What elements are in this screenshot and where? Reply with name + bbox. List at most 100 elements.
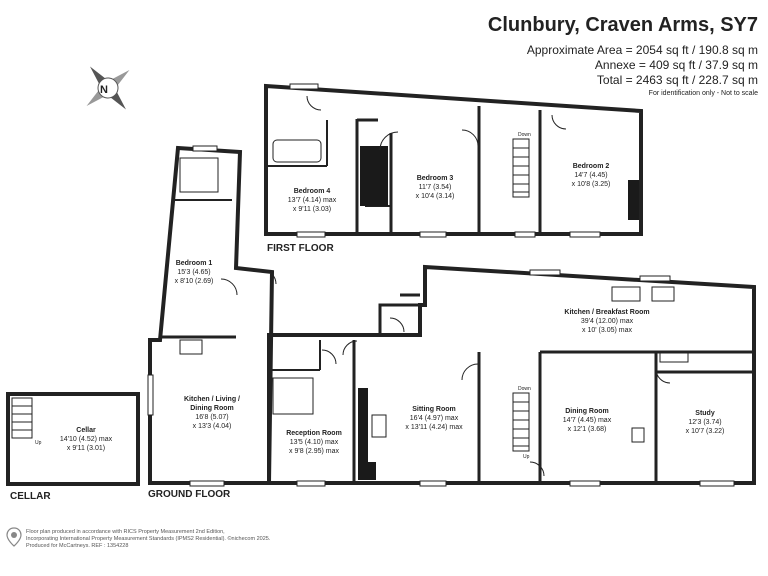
room-kitchen-living-dining: Kitchen / Living / Dining Room 16'8 (5.0… bbox=[173, 395, 251, 431]
room-dimension: 15'3 (4.65) bbox=[177, 269, 211, 276]
room-dimension: 14'7 (4.45) max bbox=[562, 417, 612, 424]
door-swing bbox=[379, 131, 399, 151]
window bbox=[296, 480, 326, 487]
window bbox=[569, 480, 601, 487]
room-cellar: Cellar 14'10 (4.52) max x 9'11 (3.01) bbox=[60, 426, 112, 453]
window bbox=[514, 231, 536, 238]
footer-line-2: Incorporating International Property Mea… bbox=[26, 536, 271, 542]
window bbox=[289, 83, 319, 90]
room-name: Sitting Room bbox=[412, 406, 456, 413]
door-swing bbox=[551, 114, 567, 130]
total-area: Total = 2463 sq ft / 228.7 sq m bbox=[596, 73, 758, 87]
stairs-down-label: Down bbox=[518, 132, 531, 138]
room-dimension: 14'7 (4.45) bbox=[574, 172, 608, 179]
room-study: Study 12'3 (3.74) x 10'7 (3.22) bbox=[686, 409, 725, 436]
stairwell-dark bbox=[360, 146, 388, 206]
cellar-floor-label: CELLAR bbox=[10, 491, 51, 502]
room-dimension: x 10'8 (3.25) bbox=[571, 181, 611, 188]
approximate-area: Approximate Area = 2054 sq ft / 190.8 sq… bbox=[526, 43, 758, 57]
room-name: Bedroom 3 bbox=[416, 175, 454, 182]
room-name: Dining Room bbox=[565, 408, 609, 415]
stairs-up-label: Up bbox=[523, 454, 530, 460]
door-swing bbox=[261, 269, 277, 285]
fireplace bbox=[371, 414, 387, 438]
room-dimension: 11'7 (3.54) bbox=[418, 184, 452, 191]
compass-icon bbox=[86, 66, 130, 110]
room-dimension: 39'4 (12.00) max bbox=[580, 318, 634, 325]
room-name: Reception Room bbox=[286, 430, 342, 437]
room-bedroom-3: Bedroom 3 11'7 (3.54) x 10'4 (3.14) bbox=[416, 174, 455, 201]
stair-treads bbox=[513, 147, 529, 193]
nichecom-logo-icon bbox=[6, 527, 22, 547]
door-swing bbox=[389, 317, 405, 333]
stair-treads bbox=[513, 401, 529, 447]
first-floor-label: FIRST FLOOR bbox=[267, 243, 334, 254]
room-name: Study bbox=[695, 410, 715, 417]
room-bedroom-1: Bedroom 1 15'3 (4.65) x 8'10 (2.69) bbox=[175, 259, 214, 286]
room-name: Kitchen / Living / Dining Room bbox=[183, 396, 240, 412]
window bbox=[192, 145, 218, 152]
window bbox=[699, 480, 735, 487]
chimney-breast bbox=[358, 462, 376, 480]
room-dimension: 13'5 (4.10) max bbox=[289, 439, 339, 446]
bath bbox=[272, 139, 322, 163]
room-dimension: 12'3 (3.74) bbox=[688, 419, 722, 426]
room-name: Bedroom 2 bbox=[572, 163, 610, 170]
stairs-up-label: Up bbox=[35, 440, 42, 446]
annexe-outline bbox=[148, 145, 275, 485]
door-swing bbox=[220, 278, 238, 296]
hob bbox=[179, 339, 203, 355]
window bbox=[529, 269, 561, 276]
door-swing bbox=[461, 363, 479, 381]
staircase-first-floor bbox=[512, 138, 530, 198]
window bbox=[569, 231, 601, 238]
room-dimension: x 13'3 (4.04) bbox=[192, 423, 232, 430]
room-dimension: x 9'11 (3.03) bbox=[292, 206, 332, 213]
room-name: Kitchen / Breakfast Room bbox=[564, 309, 650, 316]
staircase-cellar bbox=[11, 397, 33, 439]
room-name: Cellar bbox=[76, 427, 96, 434]
room-dimension: 14'10 (4.52) max bbox=[59, 436, 113, 443]
door-swing bbox=[342, 340, 358, 356]
door-swing bbox=[321, 349, 337, 365]
room-dimension: x 10' (3.05) max bbox=[582, 327, 632, 334]
room-dimension: 13'7 (4.14) max bbox=[287, 197, 337, 204]
cupboard bbox=[659, 351, 689, 363]
room-dimension: x 10'7 (3.22) bbox=[685, 428, 725, 435]
room-reception: Reception Room 13'5 (4.10) max x 9'8 (2.… bbox=[286, 429, 342, 456]
door-swing bbox=[461, 129, 479, 147]
room-name: Bedroom 1 bbox=[175, 260, 213, 267]
footer-line-3: Produced for McCartneys. REF : 1354228 bbox=[26, 543, 129, 549]
room-dimension: x 12'1 (3.68) bbox=[567, 426, 607, 433]
window bbox=[419, 480, 447, 487]
ground-floor-label: GROUND FLOOR bbox=[148, 489, 231, 500]
shower-tray bbox=[272, 377, 314, 415]
room-sitting: Sitting Room 16'4 (4.97) max x 13'11 (4.… bbox=[405, 405, 462, 432]
stairwell-dark bbox=[628, 180, 639, 220]
room-dimension: x 10'4 (3.14) bbox=[415, 193, 455, 200]
room-name: Bedroom 4 bbox=[293, 188, 331, 195]
fireplace bbox=[631, 427, 645, 443]
sink bbox=[651, 286, 675, 302]
room-dimension: 16'4 (4.97) max bbox=[409, 415, 459, 422]
property-title: Clunbury, Craven Arms, SY7 bbox=[487, 14, 758, 36]
footer-line-1: Floor plan produced in accordance with R… bbox=[26, 529, 225, 535]
room-dimension: 16'8 (5.07) bbox=[195, 414, 229, 421]
chimney-breast bbox=[358, 388, 368, 476]
cellar-outline bbox=[6, 392, 140, 486]
ground-floor-wall bbox=[378, 303, 420, 335]
room-dimension: x 13'11 (4.24) max bbox=[405, 424, 463, 431]
room-dimension: x 8'10 (2.69) bbox=[174, 278, 214, 285]
identification-note: For identification only - Not to scale bbox=[648, 90, 758, 97]
room-bedroom-4: Bedroom 4 13'7 (4.14) max x 9'11 (3.03) bbox=[288, 187, 336, 214]
stair-treads bbox=[12, 405, 32, 431]
staircase-ground-floor bbox=[512, 392, 530, 452]
room-dining: Dining Room 14'7 (4.45) max x 12'1 (3.68… bbox=[563, 407, 611, 434]
compass-north-label: N bbox=[100, 84, 108, 96]
window bbox=[147, 374, 154, 416]
shower-tray bbox=[179, 157, 219, 193]
hob bbox=[611, 286, 641, 302]
room-dimension: x 9'8 (2.95) max bbox=[289, 448, 339, 455]
room-kitchen-breakfast: Kitchen / Breakfast Room 39'4 (12.00) ma… bbox=[564, 308, 649, 335]
